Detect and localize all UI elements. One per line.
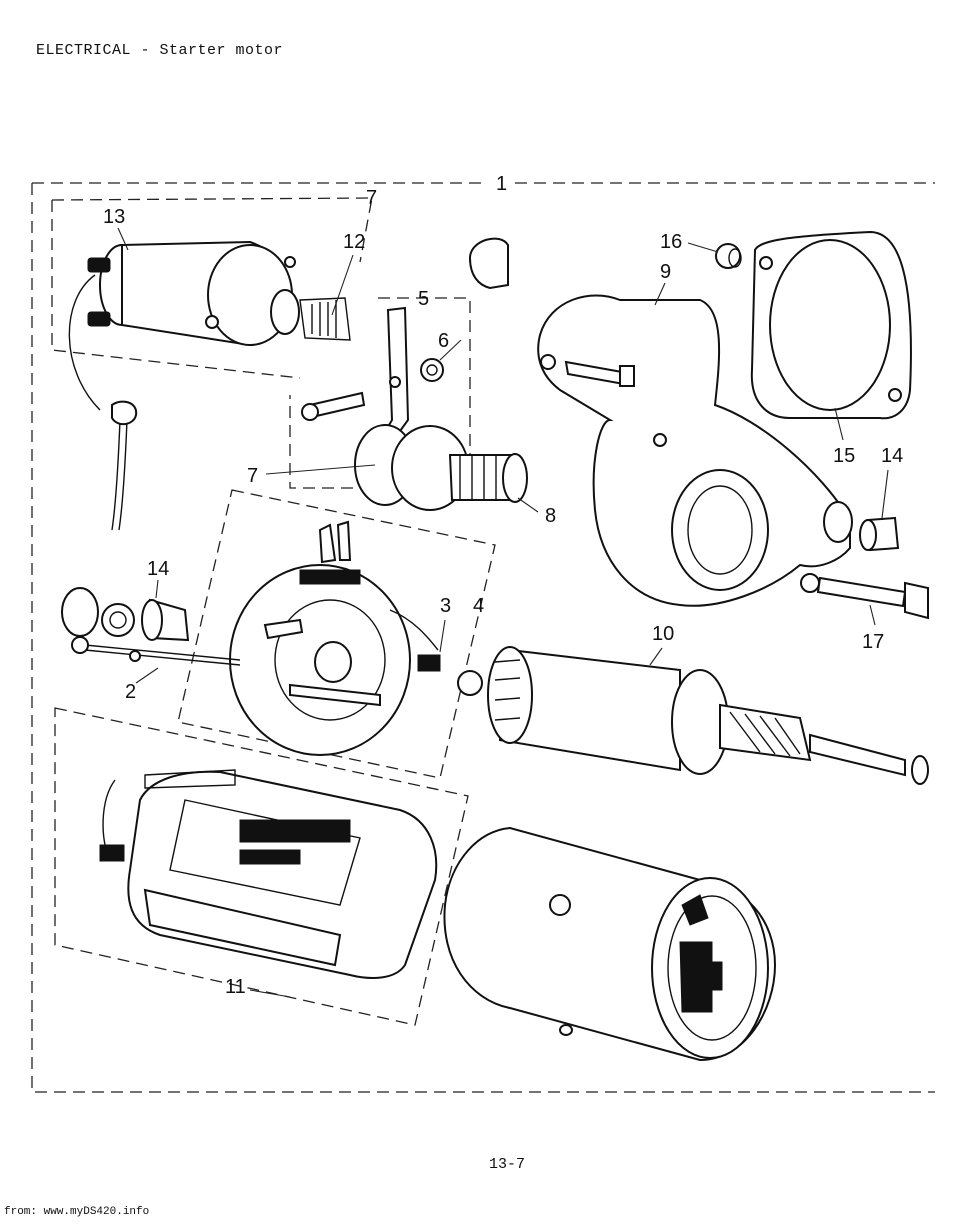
spring-clip bbox=[420, 358, 444, 382]
callout-3: 3 bbox=[440, 595, 451, 617]
callout-1: 1 bbox=[496, 173, 507, 195]
pivot-pin bbox=[301, 391, 366, 421]
drive-end-bracket bbox=[537, 294, 853, 607]
bush-16 bbox=[715, 243, 742, 269]
callout-15: 15 bbox=[833, 445, 855, 467]
leader-lines bbox=[117, 227, 889, 998]
page-header: ELECTRICAL - Starter motor bbox=[36, 42, 284, 59]
terminal-clip bbox=[468, 237, 509, 290]
brush-gear-group-boundary bbox=[177, 489, 496, 779]
callout-2: 2 bbox=[125, 681, 136, 703]
field-coil-group-boundary bbox=[54, 707, 469, 1026]
callout-17: 17 bbox=[862, 631, 884, 653]
drive-pinion bbox=[354, 424, 528, 511]
callout-labels: 1 2 3 4 5 6 7 7 8 9 10 11 12 13 14 14 15… bbox=[103, 173, 903, 998]
solenoid bbox=[87, 240, 351, 347]
armature bbox=[457, 646, 929, 785]
callout-12: 12 bbox=[343, 231, 365, 253]
callout-14-right: 14 bbox=[881, 445, 903, 467]
drive-lever bbox=[383, 306, 410, 440]
drive-lever-group-boundary bbox=[289, 297, 471, 489]
bush-14-right bbox=[859, 516, 900, 552]
field-coils bbox=[99, 769, 438, 979]
assembly-boundary bbox=[31, 182, 935, 1093]
yoke bbox=[443, 826, 777, 1062]
callout-8: 8 bbox=[545, 505, 556, 527]
callout-4: 4 bbox=[473, 595, 484, 617]
callout-9: 9 bbox=[660, 261, 671, 283]
page-number: 13-7 bbox=[489, 1156, 526, 1173]
mounting-gasket bbox=[750, 230, 912, 420]
through-bolt bbox=[800, 573, 929, 620]
callout-7: 7 bbox=[247, 465, 258, 487]
callout-6: 6 bbox=[438, 330, 449, 352]
source-footer: from: www.myDS420.info bbox=[4, 1206, 150, 1218]
callout-7-upper: 7 bbox=[366, 187, 377, 209]
solenoid-group-boundary bbox=[51, 197, 373, 379]
solenoid-cable bbox=[68, 274, 138, 531]
callout-13: 13 bbox=[103, 206, 125, 228]
commutator-end-bracket bbox=[229, 520, 411, 756]
callout-10: 10 bbox=[652, 623, 674, 645]
callout-16: 16 bbox=[660, 231, 682, 253]
end-cap-assembly bbox=[61, 587, 190, 642]
long-bolt bbox=[71, 636, 241, 666]
callout-11: 11 bbox=[225, 976, 246, 998]
callout-14-left: 14 bbox=[147, 558, 169, 580]
callout-5: 5 bbox=[418, 288, 429, 310]
brushes bbox=[389, 609, 441, 672]
